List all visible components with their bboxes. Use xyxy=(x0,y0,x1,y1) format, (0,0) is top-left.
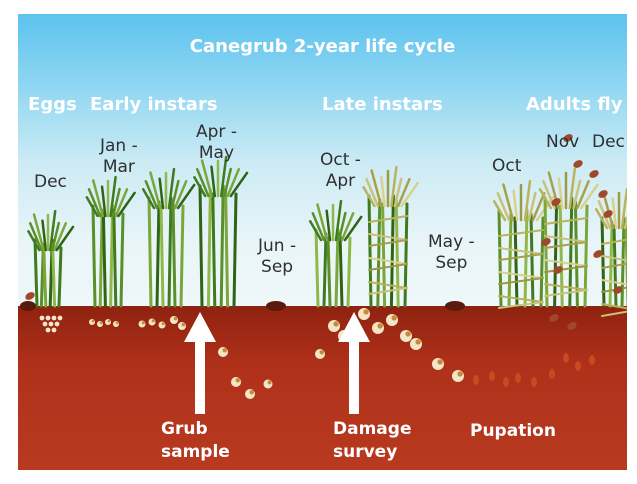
grub xyxy=(113,321,119,327)
grub xyxy=(139,321,146,328)
illustration-layer xyxy=(18,14,627,470)
month-label-oct-apr-line1: Oct - xyxy=(320,150,361,171)
egg xyxy=(43,322,48,327)
grub xyxy=(149,319,156,326)
grub-sample-line2: sample xyxy=(161,441,230,464)
pupa xyxy=(473,375,479,385)
month-label-jan-mar-line1: Jan - xyxy=(100,136,138,157)
grub-sample-arrow xyxy=(184,312,216,414)
pupa xyxy=(549,369,555,379)
soil-mound xyxy=(445,301,465,311)
grub xyxy=(328,320,340,332)
egg xyxy=(46,328,51,333)
month-label-oct: Oct xyxy=(492,156,521,177)
month-label-jun-sep: Jun - Sep xyxy=(258,236,296,278)
egg xyxy=(52,328,57,333)
cane-plant xyxy=(540,169,597,306)
beetle xyxy=(588,168,600,179)
grub xyxy=(159,322,166,329)
month-label-apr-may-line2: May xyxy=(196,143,237,164)
cane-plant xyxy=(143,169,194,306)
stage-label-early-instars: Early instars xyxy=(90,94,218,115)
stage-label-eggs: Eggs xyxy=(28,94,77,115)
beetle xyxy=(566,320,578,331)
beetle xyxy=(24,290,36,301)
grub xyxy=(264,380,273,389)
cane-plant xyxy=(28,211,73,306)
egg xyxy=(58,316,63,321)
pupa xyxy=(589,355,595,365)
grub xyxy=(400,330,412,342)
month-label-dec-2: Dec xyxy=(592,132,625,153)
beetle xyxy=(572,158,584,169)
stage-label-late-instars: Late instars xyxy=(322,94,443,115)
egg-cluster xyxy=(40,316,63,333)
damage-survey-line1: Damage xyxy=(333,418,411,441)
egg xyxy=(49,322,54,327)
month-label-jun-sep-line1: Jun - xyxy=(258,236,296,257)
pupa xyxy=(489,371,495,381)
grub xyxy=(410,338,422,350)
grub xyxy=(231,377,241,387)
grub xyxy=(315,349,325,359)
egg xyxy=(52,316,57,321)
pupa xyxy=(575,361,581,371)
grub-sample-label: Grub sample xyxy=(161,418,230,464)
grub xyxy=(245,389,255,399)
grub xyxy=(218,347,228,357)
soil-mound xyxy=(20,301,36,311)
sampling-arrows xyxy=(184,312,370,414)
grub xyxy=(372,322,384,334)
month-label-dec: Dec xyxy=(34,172,67,193)
pupation-label: Pupation xyxy=(470,420,556,443)
grub xyxy=(178,322,186,330)
cane-plant xyxy=(364,167,418,306)
grub-path xyxy=(89,308,464,399)
soil-mound xyxy=(266,301,286,311)
egg xyxy=(55,322,60,327)
month-label-may-sep-line1: May - xyxy=(428,232,475,253)
pupa xyxy=(563,353,569,363)
grub xyxy=(432,358,444,370)
stage-label-adults-fly: Adults fly xyxy=(526,94,622,115)
cane-plant xyxy=(194,157,247,306)
life-cycle-panel: Canegrub 2-year life cycle Eggs Early in… xyxy=(18,14,627,470)
damage-survey-label: Damage survey xyxy=(333,418,411,464)
pupa xyxy=(531,377,537,387)
pupae-group xyxy=(473,353,595,387)
cane-plant xyxy=(87,177,135,306)
month-label-oct-apr: Oct - Apr xyxy=(320,150,361,192)
egg xyxy=(46,316,51,321)
grub xyxy=(97,321,103,327)
damage-survey-line2: survey xyxy=(333,441,411,464)
grub xyxy=(89,319,95,325)
month-label-may-sep-line2: Sep xyxy=(428,253,475,274)
grub-sample-line1: Grub xyxy=(161,418,230,441)
pupa xyxy=(515,373,521,383)
month-label-nov: Nov xyxy=(546,132,579,153)
egg xyxy=(40,316,45,321)
beetle xyxy=(548,312,560,323)
grub xyxy=(452,370,464,382)
pupa xyxy=(503,377,509,387)
damage-survey-arrow xyxy=(338,312,370,414)
grub xyxy=(105,319,111,325)
cane-plant xyxy=(310,201,361,306)
month-label-may-sep: May - Sep xyxy=(428,232,475,274)
grub xyxy=(386,314,398,326)
month-label-apr-may-line1: Apr - xyxy=(196,122,237,143)
grub xyxy=(358,308,370,320)
month-label-jan-mar: Jan - Mar xyxy=(100,136,138,178)
month-label-jun-sep-line2: Sep xyxy=(258,257,296,278)
month-label-apr-may: Apr - May xyxy=(196,122,237,164)
beetle xyxy=(597,188,609,199)
grub xyxy=(170,316,178,324)
diagram-title: Canegrub 2-year life cycle xyxy=(18,36,627,57)
month-label-jan-mar-line2: Mar xyxy=(100,157,138,178)
month-label-oct-apr-line2: Apr xyxy=(320,171,361,192)
